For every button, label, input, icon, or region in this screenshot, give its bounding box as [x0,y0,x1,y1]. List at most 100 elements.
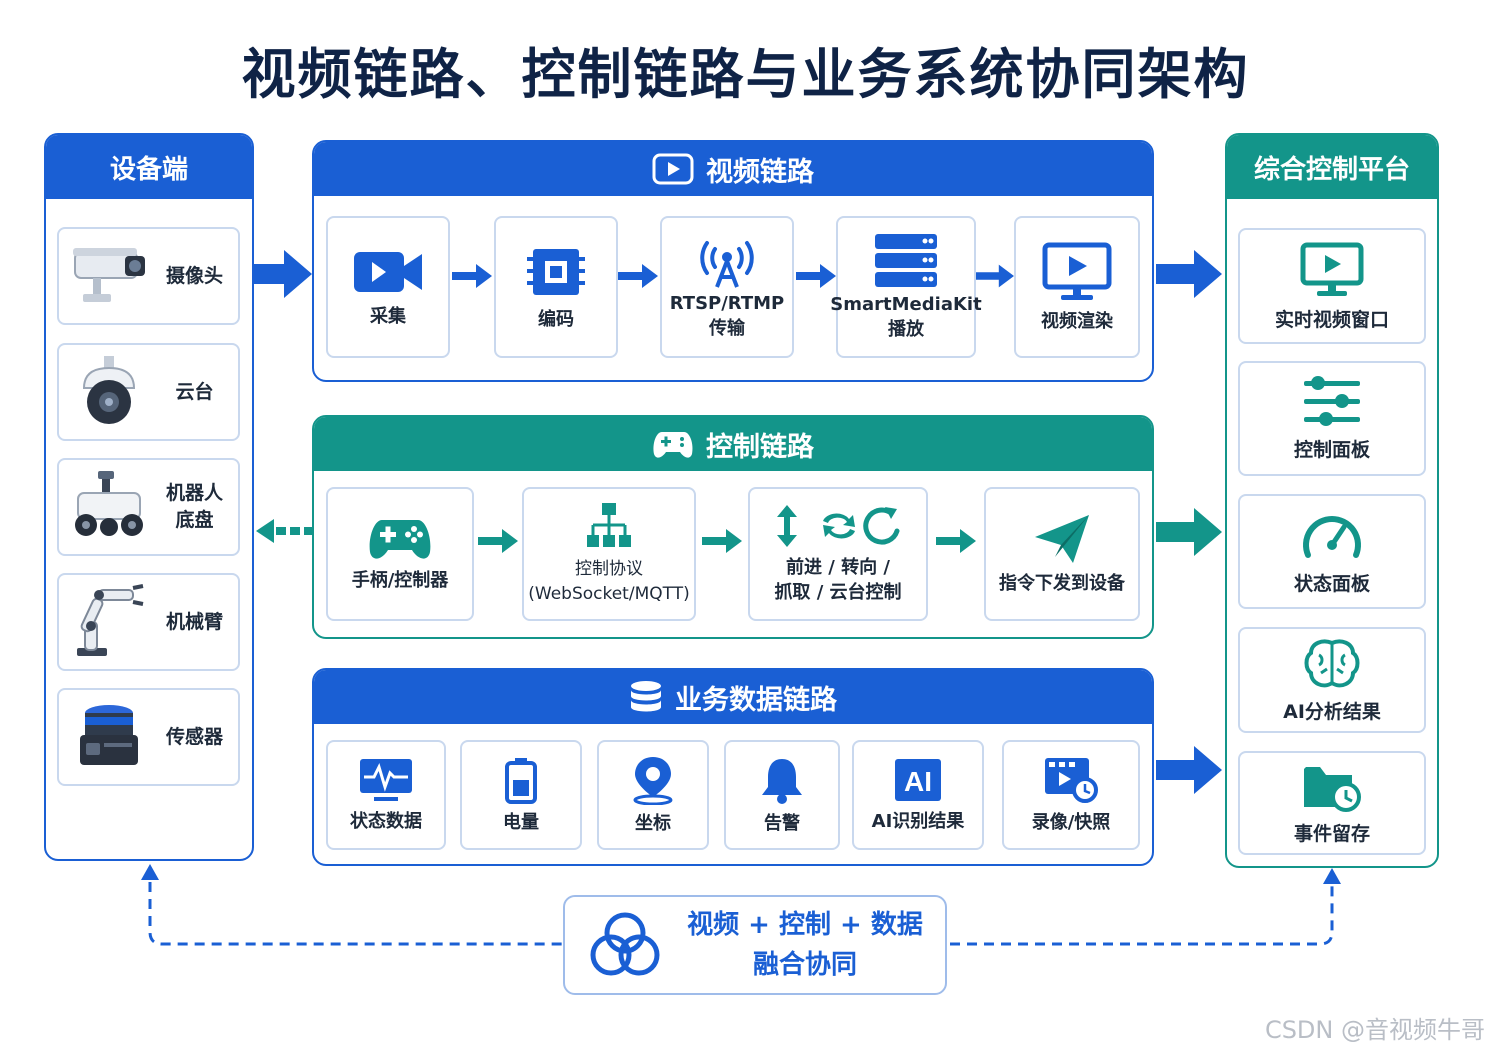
device-card-robot-chassis[interactable]: 机器人 底盘 [57,458,240,556]
control-step-label: 控制协议 (WebSocket/MQTT) [528,559,690,604]
control-chain-title: 控制链路 [706,431,814,463]
control-step-label: 指令下发到设备 [999,572,1125,594]
data-item-coordinates[interactable]: 坐标 [597,740,709,850]
data-item-ai-recognition[interactable]: AI AI识别结果 [852,740,984,850]
video-chain-panel: 视频链路 采集 编码 RTSP/RTMP 传输 [312,140,1154,382]
data-item-label: 告警 [764,812,800,834]
monitor-play-icon [1042,242,1112,300]
motion-arrows-icon [777,505,900,547]
robot-chassis-icon [67,465,151,549]
chip-icon [527,248,585,295]
control-to-device-arrow-icon [256,519,312,543]
platform-label: 实时视频窗口 [1274,308,1389,331]
fusion-line-1: 视频 + 控制 + 数据 [687,910,923,940]
data-chain-panel: 业务数据链路 状态数据 电量 坐标 告警 [312,668,1154,866]
data-item-status[interactable]: 状态数据 [326,740,446,850]
device-card-robot-arm[interactable]: 机械臂 [57,573,240,671]
data-item-label: 电量 [503,811,539,833]
video-step-playback[interactable]: SmartMediaKit 播放 [830,216,982,358]
flow-arrow-icon [936,529,976,553]
video-camera-icon [354,251,422,292]
device-label: 云台 [175,380,214,403]
device-card-camera[interactable]: 摄像头 [57,227,240,325]
server-icon [875,234,937,287]
video-step-label: 编码 [538,308,574,330]
device-column-header: 设备端 [46,135,252,199]
data-to-platform-arrow-icon [1156,746,1222,794]
svg-text:AI: AI [904,766,932,797]
video-step-encode[interactable]: 编码 [494,216,618,358]
data-item-label: 坐标 [635,812,671,834]
control-step-protocol[interactable]: 控制协议 (WebSocket/MQTT) [522,487,696,621]
data-item-label: 状态数据 [350,810,422,832]
platform-card-control-panel[interactable]: 控制面板 [1238,361,1426,476]
paper-plane-icon [1035,514,1089,563]
control-step-motion[interactable]: 前进 / 转向 / 抓取 / 云台控制 [748,487,928,621]
monitor-play-icon [1300,242,1364,296]
device-column: 设备端 摄像头 云台 [44,133,254,861]
video-step-capture[interactable]: 采集 [326,216,450,358]
location-pin-icon [633,756,673,805]
control-chain-panel: 控制链路 手柄/控制器 控制协议 (WebSocket/MQTT) 前进 / [312,415,1154,639]
video-chain-title: 视频链路 [706,156,814,188]
platform-column-header: 综合控制平台 [1227,135,1437,199]
device-label: 机器人 底盘 [165,482,223,531]
video-step-label: RTSP/RTMP 传输 [669,293,785,339]
device-label: 摄像头 [165,264,223,287]
video-step-transport[interactable]: RTSP/RTMP 传输 [660,216,794,358]
antenna-icon [700,241,754,288]
flow-arrow-icon [478,529,518,553]
device-label: 机械臂 [165,610,223,633]
fusion-line-2: 融合协同 [752,950,857,980]
platform-card-live-video[interactable]: 实时视频窗口 [1238,228,1426,344]
video-chain-header: 视频链路 [314,142,1152,196]
data-item-alarm[interactable]: 告警 [724,740,840,850]
gauge-icon [1303,516,1361,558]
lidar-sensor-icon [67,695,151,779]
gamepad-icon [369,519,431,559]
control-chain-header: 控制链路 [314,417,1152,471]
data-item-recording[interactable]: 录像/快照 [1002,740,1140,850]
ptz-dome-icon [67,350,151,434]
database-icon [631,681,661,712]
video-to-platform-arrow-icon [1156,250,1222,298]
battery-icon [505,757,537,804]
hierarchy-icon [587,503,631,547]
control-step-gamepad[interactable]: 手柄/控制器 [326,487,474,621]
data-item-battery[interactable]: 电量 [460,740,582,850]
device-card-sensor[interactable]: 传感器 [57,688,240,786]
video-step-label: 采集 [370,305,406,327]
folder-clock-icon [1304,766,1361,812]
ai-badge-icon: AI [895,758,941,801]
flow-arrow-icon [796,264,836,288]
platform-card-event-archive[interactable]: 事件留存 [1238,751,1426,855]
page-title: 视频链路、控制链路与业务系统协同架构 [241,43,1250,106]
fusion-text: 视频 + 控制 + 数据 融合协同 [665,905,945,985]
device-to-video-arrow-icon [254,250,312,298]
video-step-label: SmartMediaKit 播放 [830,294,982,340]
data-item-label: AI识别结果 [871,810,965,832]
robot-arm-icon [67,580,151,664]
platform-card-ai-results[interactable]: AI分析结果 [1238,627,1426,733]
control-step-dispatch[interactable]: 指令下发到设备 [984,487,1140,621]
control-step-label: 前进 / 转向 / 抓取 / 云台控制 [774,557,902,603]
control-step-label: 手柄/控制器 [351,569,449,591]
platform-label: AI分析结果 [1283,700,1381,723]
recording-icon [1045,757,1098,803]
bell-icon [762,758,802,804]
fusion-box: 视频 + 控制 + 数据 融合协同 [563,895,947,995]
platform-label: 控制面板 [1293,439,1370,461]
pulse-monitor-icon [360,758,412,801]
video-icon [652,153,694,185]
data-chain-title: 业务数据链路 [675,684,837,716]
platform-column: 综合控制平台 实时视频窗口 控制面板 状态面板 [1225,133,1439,868]
device-card-ptz[interactable]: 云台 [57,343,240,441]
video-step-render[interactable]: 视频渲染 [1014,216,1140,358]
flow-arrow-icon [976,264,1014,288]
data-item-label: 录像/快照 [1031,811,1111,833]
sliders-icon [1304,376,1360,426]
three-rings-icon [590,912,660,976]
platform-card-status-panel[interactable]: 状态面板 [1238,494,1426,609]
device-label: 传感器 [165,725,223,748]
fusion-loop-dashed-line [141,864,1341,946]
